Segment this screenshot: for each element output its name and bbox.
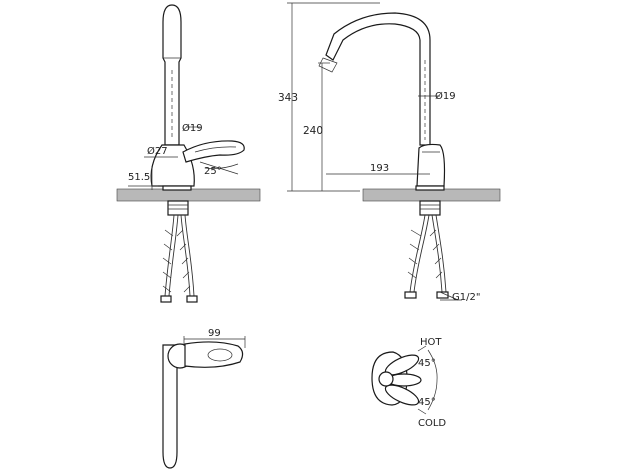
side-pipe-dia-label: Ø19 bbox=[182, 122, 203, 134]
front-hose-right bbox=[431, 214, 447, 293]
rotation-hot-label: HOT bbox=[420, 337, 442, 348]
front-base-ring bbox=[415, 185, 445, 191]
rotation-cold-angle-label: 45° bbox=[418, 397, 436, 408]
front-thread-label: G1/2" bbox=[452, 292, 480, 303]
side-threaded-shank bbox=[167, 200, 189, 216]
rotation-view: HOT 45° 45° COLD bbox=[371, 337, 446, 429]
side-view: Ø19 Ø27 51.5 25° bbox=[116, 4, 261, 303]
front-faucet-body bbox=[416, 143, 446, 187]
front-spout-height-label: 240 bbox=[303, 125, 323, 137]
rotation-hot-angle-label: 45° bbox=[418, 358, 436, 369]
front-total-height-label: 343 bbox=[278, 92, 298, 104]
side-countertop bbox=[116, 188, 261, 202]
front-hose-left bbox=[409, 214, 430, 293]
side-hose-right bbox=[180, 214, 195, 297]
front-view: 343 240 Ø19 193 G1/2" bbox=[278, 2, 501, 303]
front-countertop bbox=[362, 188, 501, 202]
rotation-cold-label: COLD bbox=[418, 418, 446, 429]
side-body-dia-label: Ø27 bbox=[147, 145, 168, 157]
rotation-lever-cold bbox=[384, 384, 420, 406]
side-hose-left bbox=[164, 214, 179, 297]
top-lever-length-label: 99 bbox=[208, 328, 221, 339]
side-base-ring bbox=[162, 185, 192, 191]
side-height-label: 51.5 bbox=[128, 172, 150, 183]
front-gooseneck-spout bbox=[325, 12, 431, 146]
top-vertical-pipe bbox=[162, 344, 178, 469]
top-lever-handle bbox=[184, 341, 244, 368]
front-pipe-dia-label: Ø19 bbox=[435, 90, 456, 102]
side-angle-label: 25° bbox=[204, 166, 222, 177]
side-lever-handle bbox=[182, 140, 245, 163]
top-view: 99 bbox=[162, 328, 246, 469]
side-spout-pipe bbox=[162, 4, 182, 146]
front-reach-label: 193 bbox=[370, 163, 389, 174]
front-threaded-shank bbox=[419, 200, 441, 216]
